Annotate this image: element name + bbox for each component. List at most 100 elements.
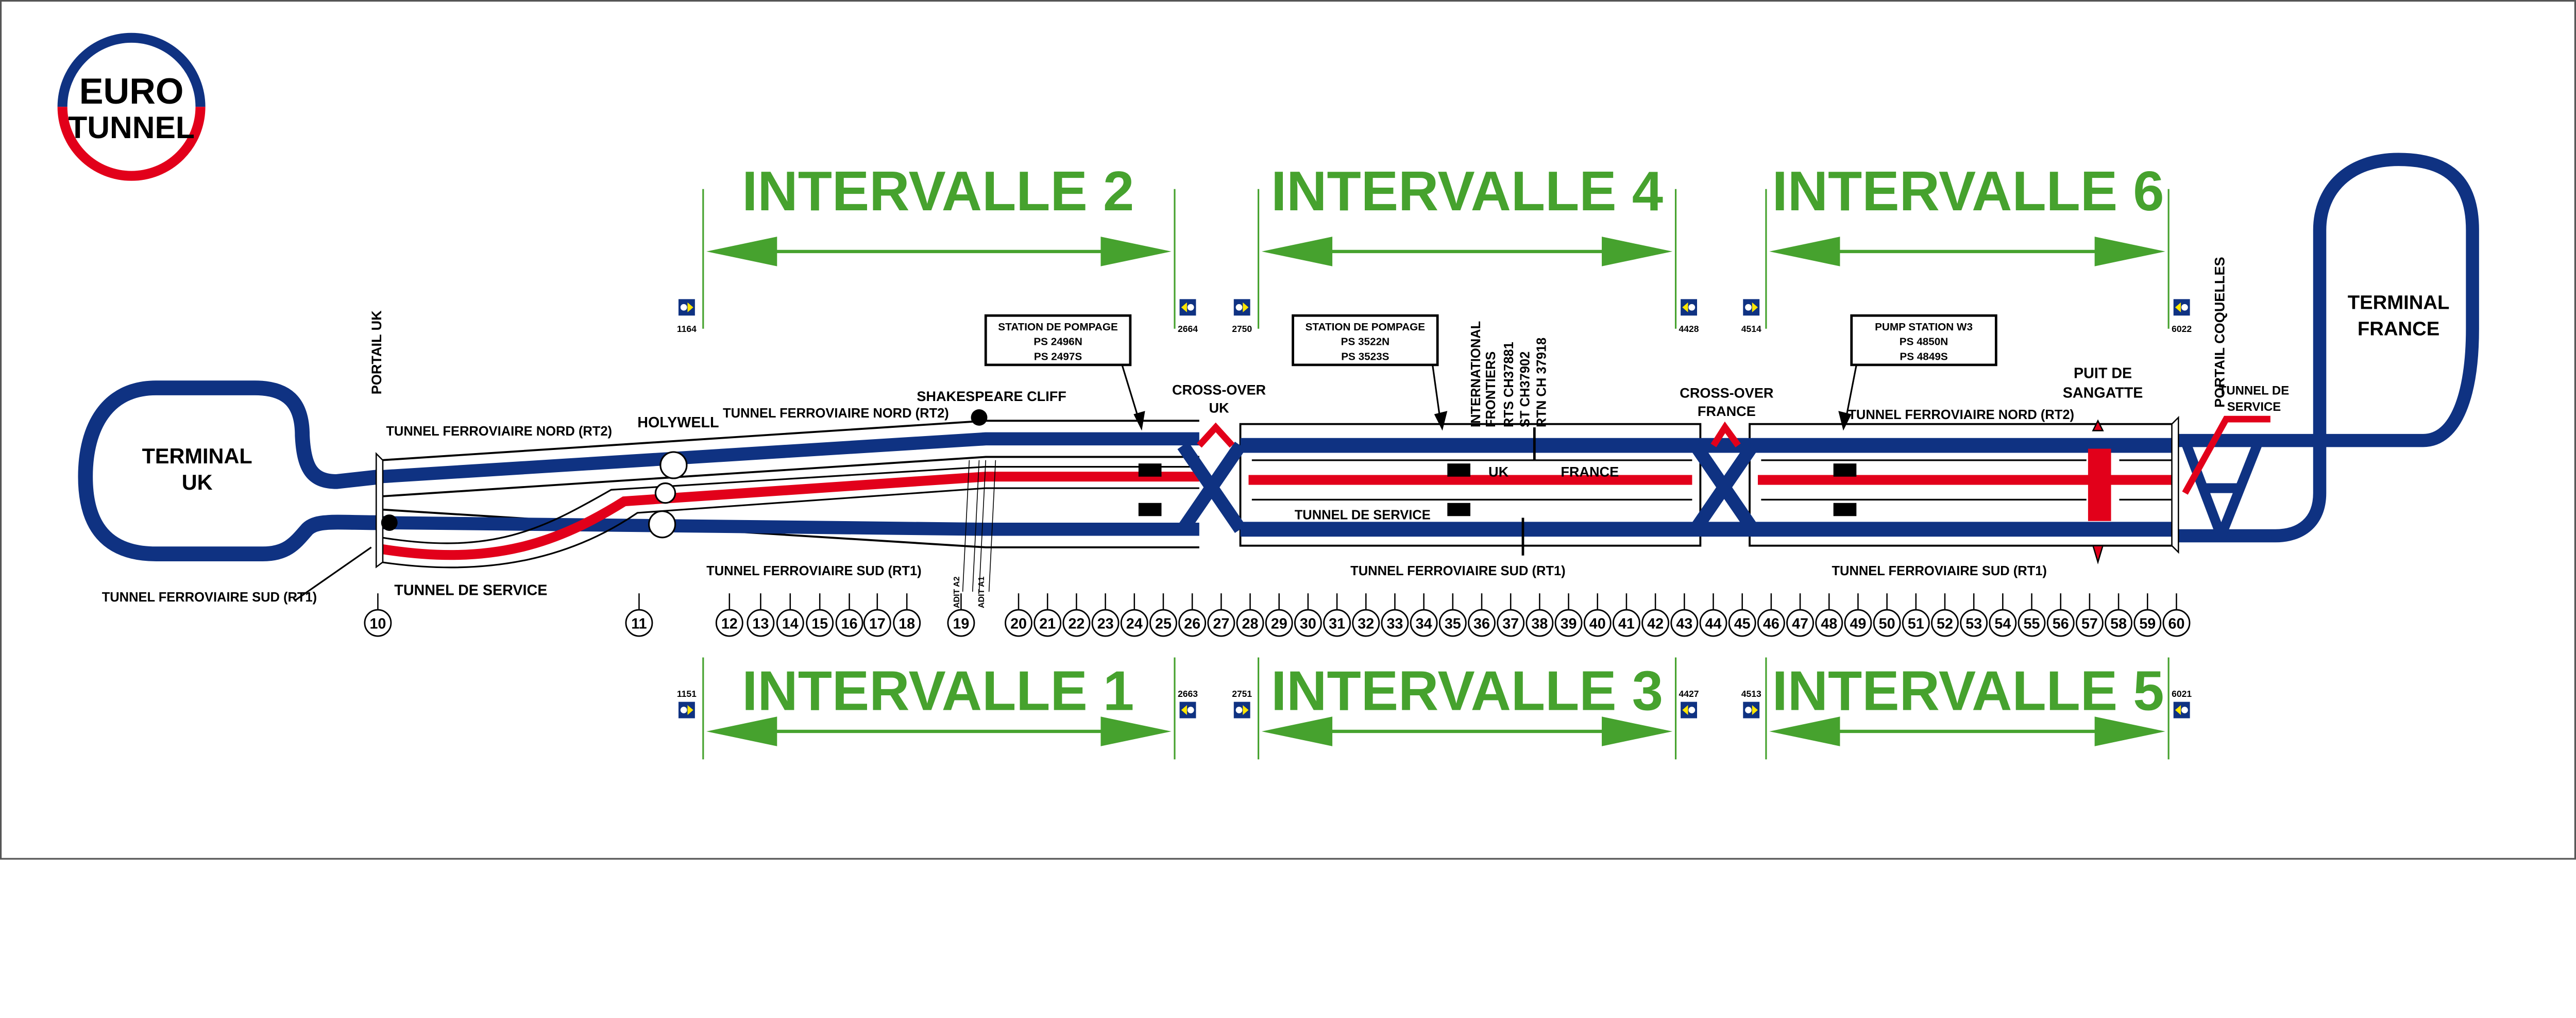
shakespeare-cliff-marker <box>971 409 988 426</box>
chainage-number: 45 <box>1734 616 1751 632</box>
chainage-marker: 40 <box>1583 593 1612 637</box>
terminal-uk-label-2: UK <box>182 470 213 494</box>
chainage-marker: 30 <box>1294 593 1322 637</box>
portal-coquelles-label: PORTAIL COQUELLES <box>2212 257 2228 408</box>
chainage-marker: 46 <box>1757 593 1785 637</box>
chainage-marker: 45 <box>1728 593 1756 637</box>
arrow-head-right <box>2094 237 2165 266</box>
international-frontiers-label: INTERNATIONAL FRONTIERS RTS CH37881 ST C… <box>1469 321 1549 427</box>
signal-number: 4428 <box>1679 324 1699 334</box>
chainage-number: 36 <box>1473 616 1490 632</box>
france-crossover-tracks <box>2180 439 2264 538</box>
chainage-number: 53 <box>1965 616 1982 632</box>
chainage-number: 10 <box>369 616 386 632</box>
chainage-marker: 44 <box>1699 593 1727 637</box>
signal-marker: 2751 <box>1232 689 1252 719</box>
rt2-right-label: TUNNEL FERROVIAIRE NORD (RT2) <box>1848 408 2074 422</box>
interval-double-arrow <box>1261 237 1673 266</box>
terminal-france-loop <box>2177 153 2479 543</box>
interval-4-label: INTERVALLE 4 <box>1271 160 1663 222</box>
pump-station-south: PS 3523S <box>1341 351 1389 362</box>
chainage-number: 44 <box>1705 616 1722 632</box>
arrow-head-right <box>1602 716 1673 746</box>
main-tunnels <box>648 415 2179 564</box>
frontiers-line: INTERNATIONAL <box>1469 321 1483 427</box>
holywell-label: HOLYWELL <box>637 414 719 431</box>
chainage-number: 57 <box>2081 616 2098 632</box>
signal-number: 2751 <box>1232 689 1252 699</box>
chainage-marker: 59 <box>2133 593 2162 637</box>
chainage-marker: 34 <box>1410 593 1438 637</box>
chainage-marker: 15 <box>806 593 834 637</box>
chainage-marker: 54 <box>1989 593 2017 637</box>
chainage-marker: 27 <box>1207 593 1235 637</box>
chainage-marker: 52 <box>1931 593 1959 637</box>
chainage-marker: 51 <box>1902 593 1930 637</box>
chainage-number: 11 <box>631 616 647 632</box>
chainage-number: 14 <box>782 616 799 632</box>
adit-a1-label: ADIT A1 <box>977 576 986 608</box>
chainage-number: 38 <box>1531 616 1548 632</box>
chainage-number: 43 <box>1676 616 1692 632</box>
pump-station-north: PS 3522N <box>1341 336 1389 348</box>
pump-station-north: PS 2496N <box>1033 336 1082 348</box>
signal-number: 4513 <box>1741 689 1761 699</box>
chainage-marker: 19 <box>947 593 975 637</box>
service-left-label: TUNNEL DE SERVICE <box>394 582 547 598</box>
pump-station-title: STATION DE POMPAGE <box>1306 321 1426 333</box>
chainage-marker: 18 <box>893 593 921 637</box>
chainage-number: 40 <box>1589 616 1606 632</box>
signal-number: 2664 <box>1178 324 1198 334</box>
signal-number: 1164 <box>677 324 697 334</box>
chainage-number: 49 <box>1850 616 1866 632</box>
chainage-marker: 25 <box>1149 593 1177 637</box>
signal-number: 4514 <box>1741 324 1761 334</box>
chainage-marker: 41 <box>1612 593 1640 637</box>
logo-tunnel: TUNNEL <box>68 110 195 145</box>
chainage-number: 51 <box>1908 616 1924 632</box>
signal-marker: 6022 <box>2172 299 2192 334</box>
uk-approach-tunnels <box>295 409 1199 601</box>
signal-marker: 4428 <box>1679 299 1699 334</box>
chainage-number: 13 <box>752 616 769 632</box>
terminal-france-label-1: TERMINAL <box>2348 291 2450 313</box>
chainage-marker: 35 <box>1438 593 1467 637</box>
interval-1-label: INTERVALLE 1 <box>742 660 1134 722</box>
chainage-number: 30 <box>1300 616 1316 632</box>
sangatte-label-2: SANGATTE <box>2063 385 2143 402</box>
arrow-head-left <box>1261 237 1333 266</box>
arrow-head-left <box>1769 237 1840 266</box>
chainage-marker: 56 <box>2046 593 2075 637</box>
crossover-uk-label-2: UK <box>1209 399 1229 415</box>
interval-3-label: INTERVALLE 3 <box>1271 660 1663 722</box>
chainage-marker: 21 <box>1033 593 1062 637</box>
interval-6-label: INTERVALLE 6 <box>1772 160 2164 222</box>
chainage-marker: 43 <box>1670 593 1699 637</box>
chainage-marker: 10 <box>364 593 392 637</box>
signal-number: 2663 <box>1178 689 1198 699</box>
rt1-label-b: TUNNEL FERROVIAIRE SUD (RT1) <box>1350 564 1565 578</box>
chainage-marker: 26 <box>1178 593 1207 637</box>
chainage-number: 21 <box>1039 616 1056 632</box>
service-mid-label: TUNNEL DE SERVICE <box>1295 508 1431 523</box>
chainage-marker: 22 <box>1062 593 1091 637</box>
pump-station-south: PS 2497S <box>1034 351 1082 362</box>
interval-guides <box>702 189 2170 760</box>
interval-5-label: INTERVALLE 5 <box>1772 660 2164 722</box>
chainage-number: 19 <box>953 616 969 632</box>
interval-arrows <box>706 237 2165 746</box>
arrow-head-right <box>1100 237 1172 266</box>
chainage-number: 12 <box>721 616 738 632</box>
chainage-marker: 17 <box>863 593 891 637</box>
chainage-number: 41 <box>1618 616 1635 632</box>
chainage-marker: 39 <box>1554 593 1583 637</box>
chainage-number: 20 <box>1010 616 1027 632</box>
signal-marker: 6021 <box>2172 689 2192 719</box>
frontiers-line: ST CH37902 <box>1518 352 1533 427</box>
chainage-number: 50 <box>1879 616 1895 632</box>
chainage-number: 60 <box>2168 616 2185 632</box>
chainage-marker: 31 <box>1323 593 1351 637</box>
chainage-number: 39 <box>1561 616 1577 632</box>
chainage-marker: 55 <box>2018 593 2046 637</box>
signal-marker: 2663 <box>1178 689 1198 719</box>
